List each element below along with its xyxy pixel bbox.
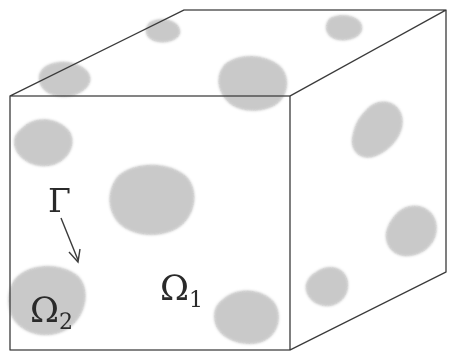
label-omega-1-main: Ω [160, 269, 189, 309]
label-omega-2-main: Ω [30, 291, 59, 331]
label-omega-1: Ω1 [160, 269, 203, 313]
inclusions [8, 15, 437, 345]
cube-edges [9, 9, 447, 351]
inclusion-front-center [109, 164, 195, 235]
inclusion-top-center [145, 19, 181, 43]
inclusion-right-upper [351, 101, 403, 158]
cube-top-face-edges [9, 9, 447, 97]
inclusion-top-upper [325, 15, 363, 41]
inclusion-front-left-top [14, 119, 73, 167]
interface-arrow [60, 217, 81, 264]
inclusion-right-mid [385, 205, 437, 257]
inclusion-right-lower [305, 267, 349, 307]
label-omega-2: Ω2 [30, 291, 73, 335]
inclusion-front-bottom-right [214, 290, 279, 345]
label-omega-1-sub: 1 [189, 288, 203, 313]
label-omega-2-sub: 2 [59, 310, 73, 335]
label-gamma: Γ [48, 181, 71, 220]
cube-right-face-edges [289, 10, 447, 351]
inclusion-front-bottom-left [8, 265, 86, 336]
inclusion-top-left [38, 61, 91, 97]
inclusion-top-right [218, 55, 288, 111]
